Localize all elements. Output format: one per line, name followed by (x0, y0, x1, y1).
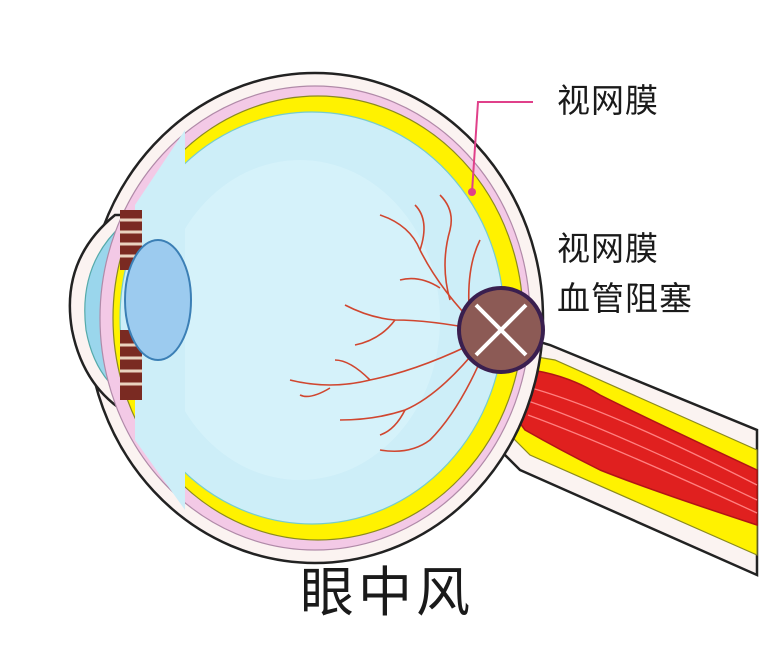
retinal-vessels (289, 194, 486, 453)
pointer-line (471, 101, 533, 193)
label-occlusion-line2: 血管阻塞 (557, 279, 693, 318)
eyeball (68, 71, 545, 565)
blockage-marker (457, 286, 545, 374)
optic-nerve (488, 328, 759, 577)
blood-vessel-bundle (508, 367, 758, 527)
label-occlusion-line1: 视网膜 (557, 229, 659, 268)
diagram-title: 眼中风 (300, 561, 474, 624)
lens (124, 239, 192, 361)
pointer-dot (468, 188, 476, 196)
x-icon (474, 303, 528, 357)
label-retina: 视网膜 (557, 81, 659, 120)
